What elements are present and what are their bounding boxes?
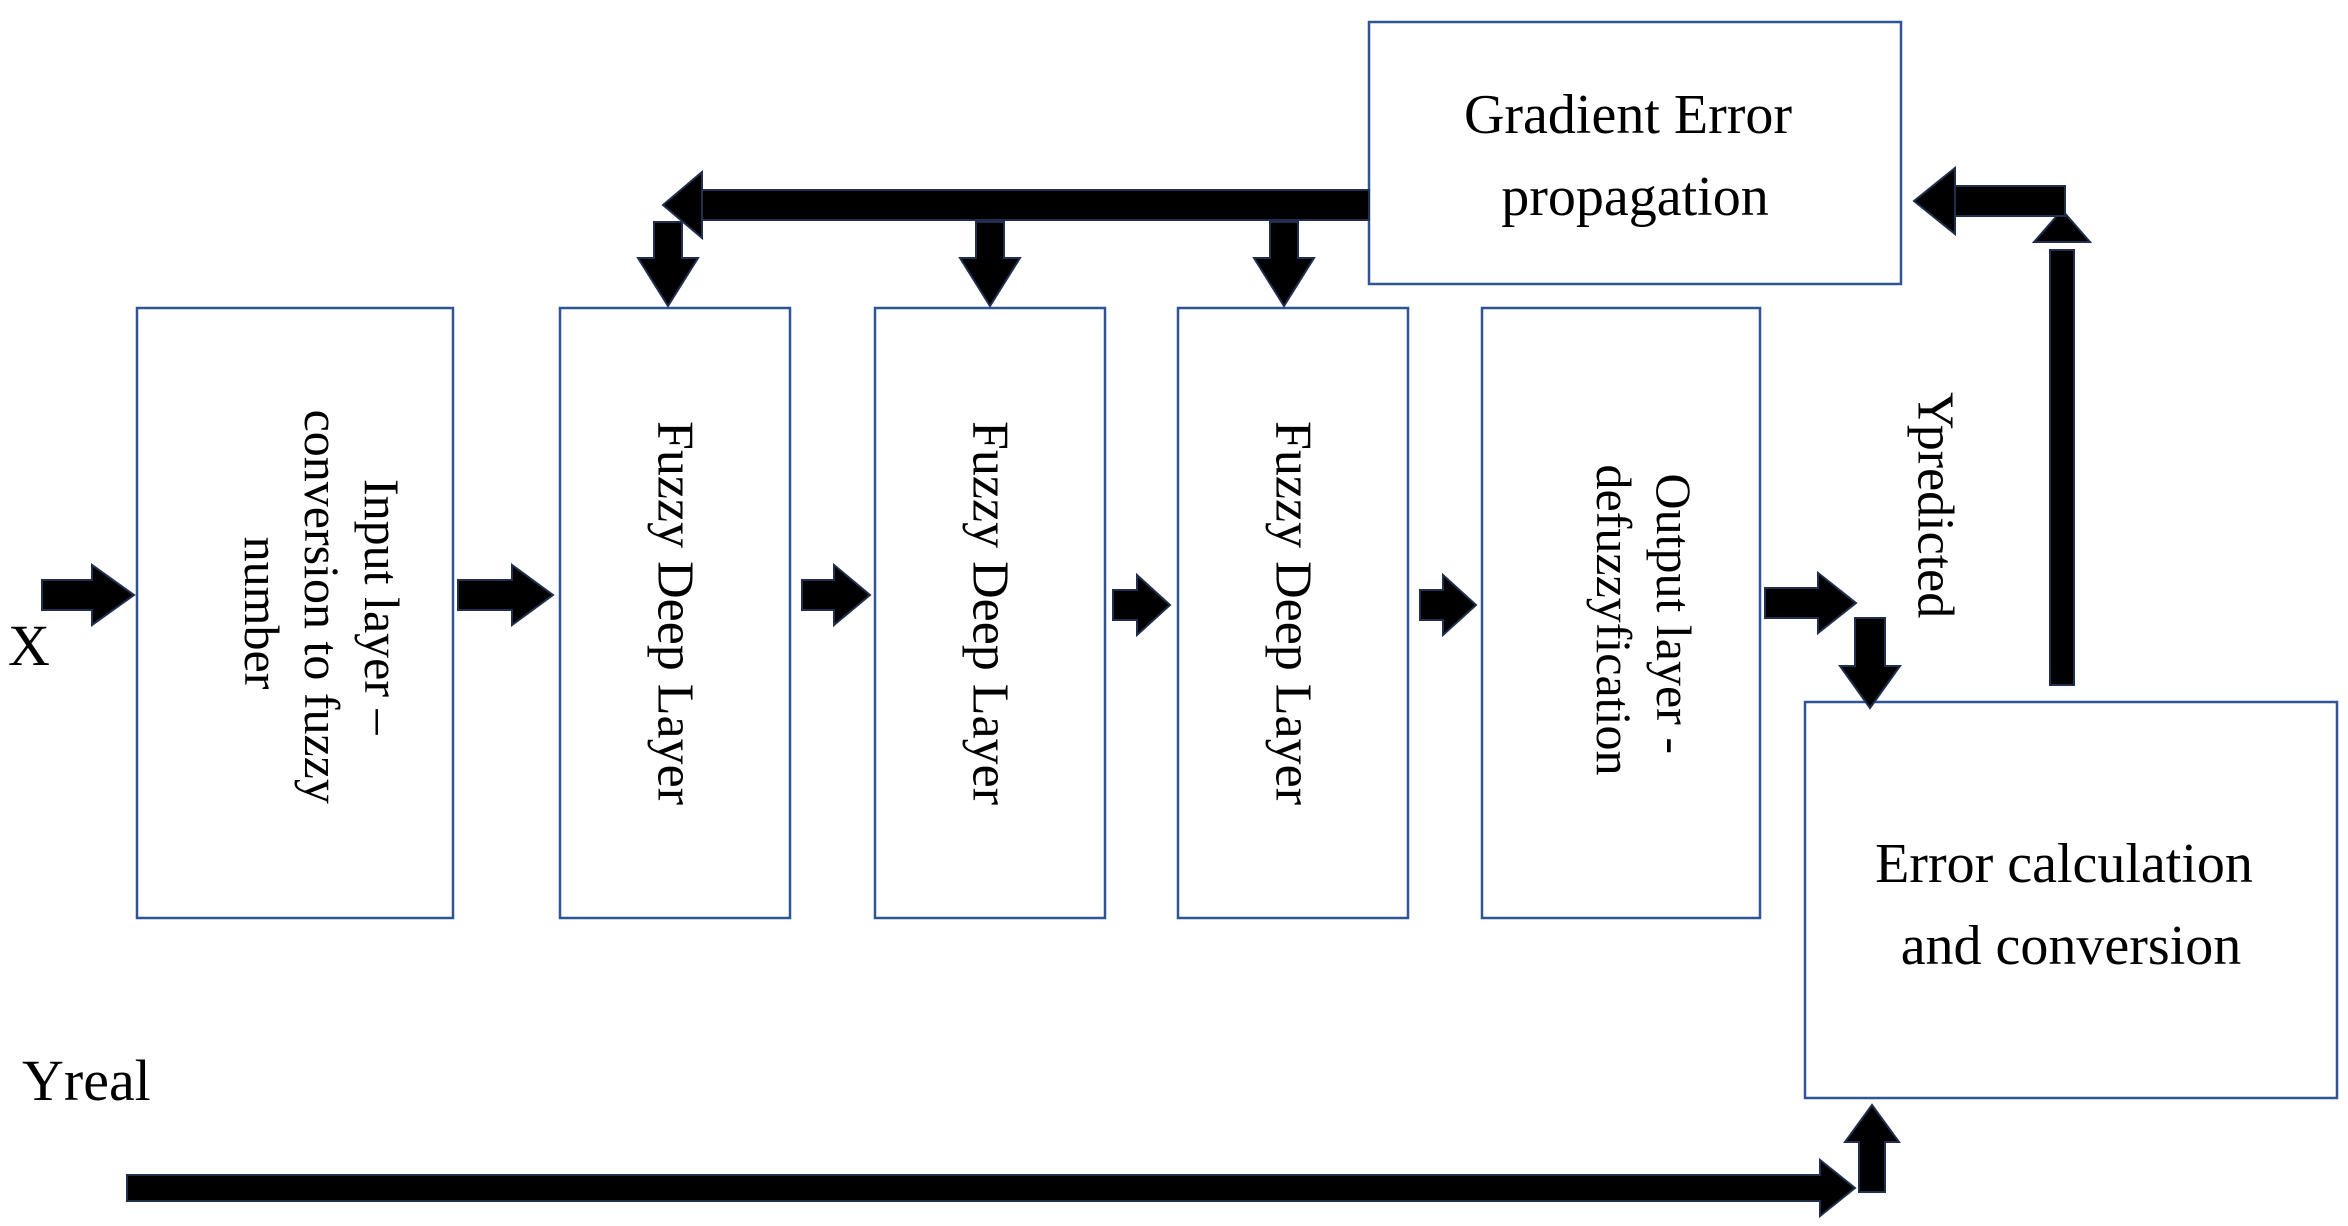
input-layer-text: Input layer – conversion to fuzzy number xyxy=(234,410,410,817)
gradient-to-fuzzy1-arrow xyxy=(636,221,700,308)
output-layer-text: Output layer - defuzzyfication xyxy=(1586,465,1702,776)
input-layer-line-1: Input layer – xyxy=(354,479,410,735)
gradient-to-fuzzy2-arrow xyxy=(958,221,1022,308)
yreal-up-arrow xyxy=(1843,1103,1901,1193)
fuzzy-deep-layer-2-label: Fuzzy Deep Layer xyxy=(962,421,1019,805)
feedback-left-arrow-head xyxy=(1912,165,1956,237)
fuzzy-deep-layer-3-label: Fuzzy Deep Layer xyxy=(1265,421,1322,805)
x-input-label: X xyxy=(8,613,50,678)
input-layer-line-2: conversion to fuzzy xyxy=(294,410,350,804)
output-down-arrow xyxy=(1838,617,1902,710)
yreal-label: Yreal xyxy=(22,1048,151,1113)
fuzzy-deep-layer-3-box xyxy=(1176,306,1410,920)
fuzzy-deep-layer-1-label: Fuzzy Deep Layer xyxy=(647,421,704,805)
feedback-up-arrow-head xyxy=(2031,208,2093,243)
feedback-left-shaft xyxy=(1954,185,2066,217)
gradient-error-box xyxy=(1367,20,1903,286)
x-input-arrow xyxy=(41,563,136,627)
error-calculation-box xyxy=(1803,700,2339,1100)
feedback-up-shaft xyxy=(2049,249,2075,686)
fuzzy2-to-fuzzy3-arrow xyxy=(1112,572,1172,638)
output-layer-line-2: defuzzyfication xyxy=(1586,465,1642,776)
gradient-to-fuzzy3-arrow xyxy=(1252,221,1316,308)
input-layer-line-3: number xyxy=(234,537,290,690)
error-calculation-line-1: Error calculation xyxy=(1875,833,2253,895)
gradient-bus-line xyxy=(699,189,1370,221)
error-calculation-text: Error calculation and conversion xyxy=(1875,833,2267,977)
fuzzy-deep-layer-2-box xyxy=(873,306,1107,920)
gradient-error-line-2: propagation xyxy=(1501,166,1768,228)
yreal-arrow xyxy=(126,1157,1857,1219)
error-calculation-line-2: and conversion xyxy=(1901,915,2242,977)
gradient-error-text: Gradient Error propagation xyxy=(1464,84,1806,228)
output-right-arrow xyxy=(1764,570,1858,636)
fuzzy3-to-output-arrow xyxy=(1419,572,1478,638)
gradient-error-line-1: Gradient Error xyxy=(1464,84,1792,146)
input-to-fuzzy1-arrow xyxy=(457,563,555,627)
ypredicted-label: Ypredicted xyxy=(1907,392,1964,618)
output-layer-line-1: Output layer - xyxy=(1646,474,1702,754)
fuzzy-deep-layer-1-box xyxy=(558,306,792,920)
input-layer-box xyxy=(135,306,455,920)
fuzzy1-to-fuzzy2-arrow xyxy=(801,562,872,628)
output-layer-box xyxy=(1480,306,1762,920)
